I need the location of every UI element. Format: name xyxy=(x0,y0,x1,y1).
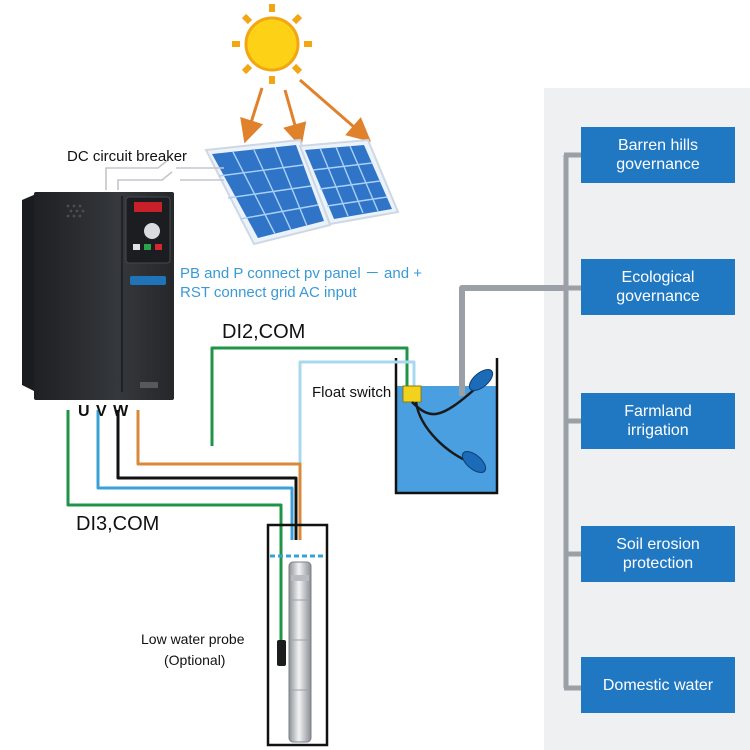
sunlight-arrows xyxy=(240,78,372,148)
app-line: protection xyxy=(622,555,694,572)
app-line: Ecological xyxy=(621,269,695,286)
dc-breaker-label: DC circuit breaker xyxy=(67,148,188,165)
control-wires xyxy=(66,285,566,660)
app-line: irrigation xyxy=(627,422,689,439)
float-switch-icon xyxy=(402,369,494,473)
pv-note-line2: RST connect grid AC input xyxy=(180,284,357,301)
app-farmland: Farmland irrigation xyxy=(581,393,735,449)
app-line: Soil erosion xyxy=(616,536,700,553)
app-line: governance xyxy=(616,156,700,173)
phase-v-wire xyxy=(116,410,298,540)
float-switch-wire xyxy=(298,360,416,528)
app-domestic-water: Domestic water xyxy=(581,657,735,713)
app-line: governance xyxy=(616,288,700,305)
di2-label: DI2,COM xyxy=(222,321,306,343)
pv-note-line1: PB and P connect pv panel － and + xyxy=(180,265,422,282)
solar-panel-icon xyxy=(204,138,400,246)
pump-outlet-pipe xyxy=(459,285,566,396)
applications-connector xyxy=(563,152,584,691)
phase-w-wire xyxy=(136,410,302,540)
app-line: Barren hills xyxy=(617,137,699,154)
probe-label-line2: (Optional) xyxy=(164,652,226,668)
di2-wire xyxy=(210,346,409,446)
probe-label-line1: Low water probe xyxy=(141,631,245,647)
low-water-probe-icon xyxy=(277,640,286,666)
app-soil-erosion: Soil erosion protection xyxy=(581,526,735,582)
app-line: Farmland xyxy=(624,403,692,420)
app-ecological: Ecological governance xyxy=(581,259,735,315)
well-casing xyxy=(266,523,329,747)
inverter-icon xyxy=(22,192,174,400)
pump-icon xyxy=(288,561,312,743)
float-switch-label: Float switch xyxy=(312,384,392,401)
app-line: Domestic water xyxy=(602,676,714,694)
di3-label: DI3,COM xyxy=(76,513,160,535)
di3-wire xyxy=(66,410,283,660)
uvw-label: U V W xyxy=(78,403,130,420)
sun-icon xyxy=(232,4,312,84)
app-barren-hills: Barren hills governance xyxy=(581,127,735,183)
phase-u-wire xyxy=(96,410,294,540)
dc-breaker-wires xyxy=(105,159,224,190)
